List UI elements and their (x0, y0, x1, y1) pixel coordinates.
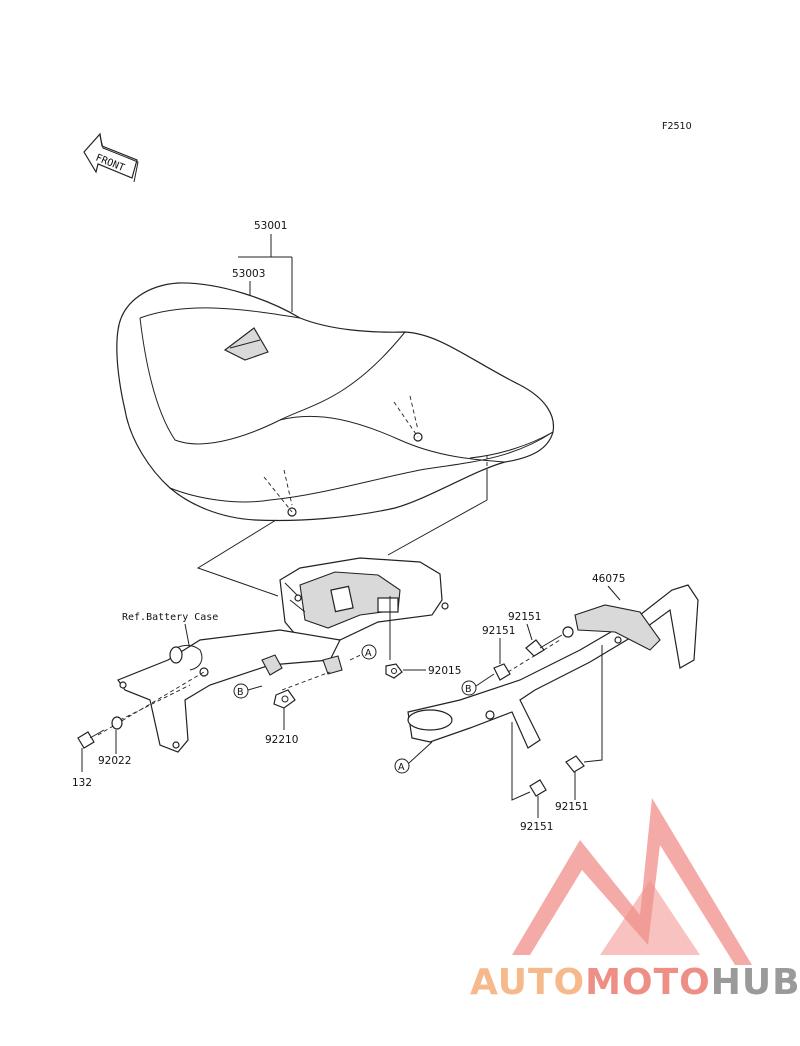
projection-lines (196, 470, 488, 597)
label-grab-rail: 46075 (592, 573, 625, 585)
label-bolt-lower-right: 92151 (555, 801, 588, 813)
label-seat: 53001 (254, 220, 287, 232)
logo-text-auto: AUTO (470, 962, 585, 1003)
label-bolt-132: 132 (72, 777, 92, 789)
bolt-92151-lower-left (511, 722, 547, 801)
svg-text:A: A (365, 648, 372, 659)
seat (116, 282, 555, 522)
label-bolt-lower-left: 92151 (520, 821, 553, 833)
svg-text:A: A (398, 762, 405, 773)
marker-b-right (461, 680, 477, 696)
logo-text-hub: HUB (711, 962, 800, 1003)
front-arrow-icon: FRONT (83, 132, 139, 183)
svg-text:AUTOMOTOHUB: AUTOMOTOHUB (470, 962, 800, 1003)
grommet-92015 (385, 596, 403, 679)
label-washer: 92022 (98, 755, 131, 767)
seat-frame (279, 557, 449, 641)
bolt-132 (77, 729, 105, 749)
label-nut: 92210 (265, 734, 298, 746)
logo-text-moto: MOTO (585, 962, 711, 1003)
left-bracket (117, 629, 343, 753)
grab-rail (407, 584, 699, 749)
automotohub-logo: AUTOMOTOHUB (470, 798, 800, 1003)
bolt-92151-top-b (493, 639, 561, 681)
washer-92022 (111, 716, 123, 730)
figure-code: F2510 (662, 121, 692, 132)
label-seat-cover: 53003 (232, 268, 265, 280)
svg-text:B: B (237, 687, 244, 698)
nut-92210 (273, 689, 296, 709)
reference-battery-case: Ref.Battery Case (122, 612, 218, 623)
marker-a-left (361, 644, 377, 660)
marker-b-left (233, 683, 249, 699)
label-bolt-top-a: 92151 (508, 611, 541, 623)
bolt-92151-lower-right (565, 645, 603, 773)
svg-text:B: B (465, 684, 472, 695)
leader-seat (238, 234, 293, 312)
marker-a-right (394, 758, 410, 774)
label-grommet: 92015 (428, 665, 461, 677)
label-bolt-top-b: 92151 (482, 625, 515, 637)
logo-triangle-icon (512, 798, 752, 965)
